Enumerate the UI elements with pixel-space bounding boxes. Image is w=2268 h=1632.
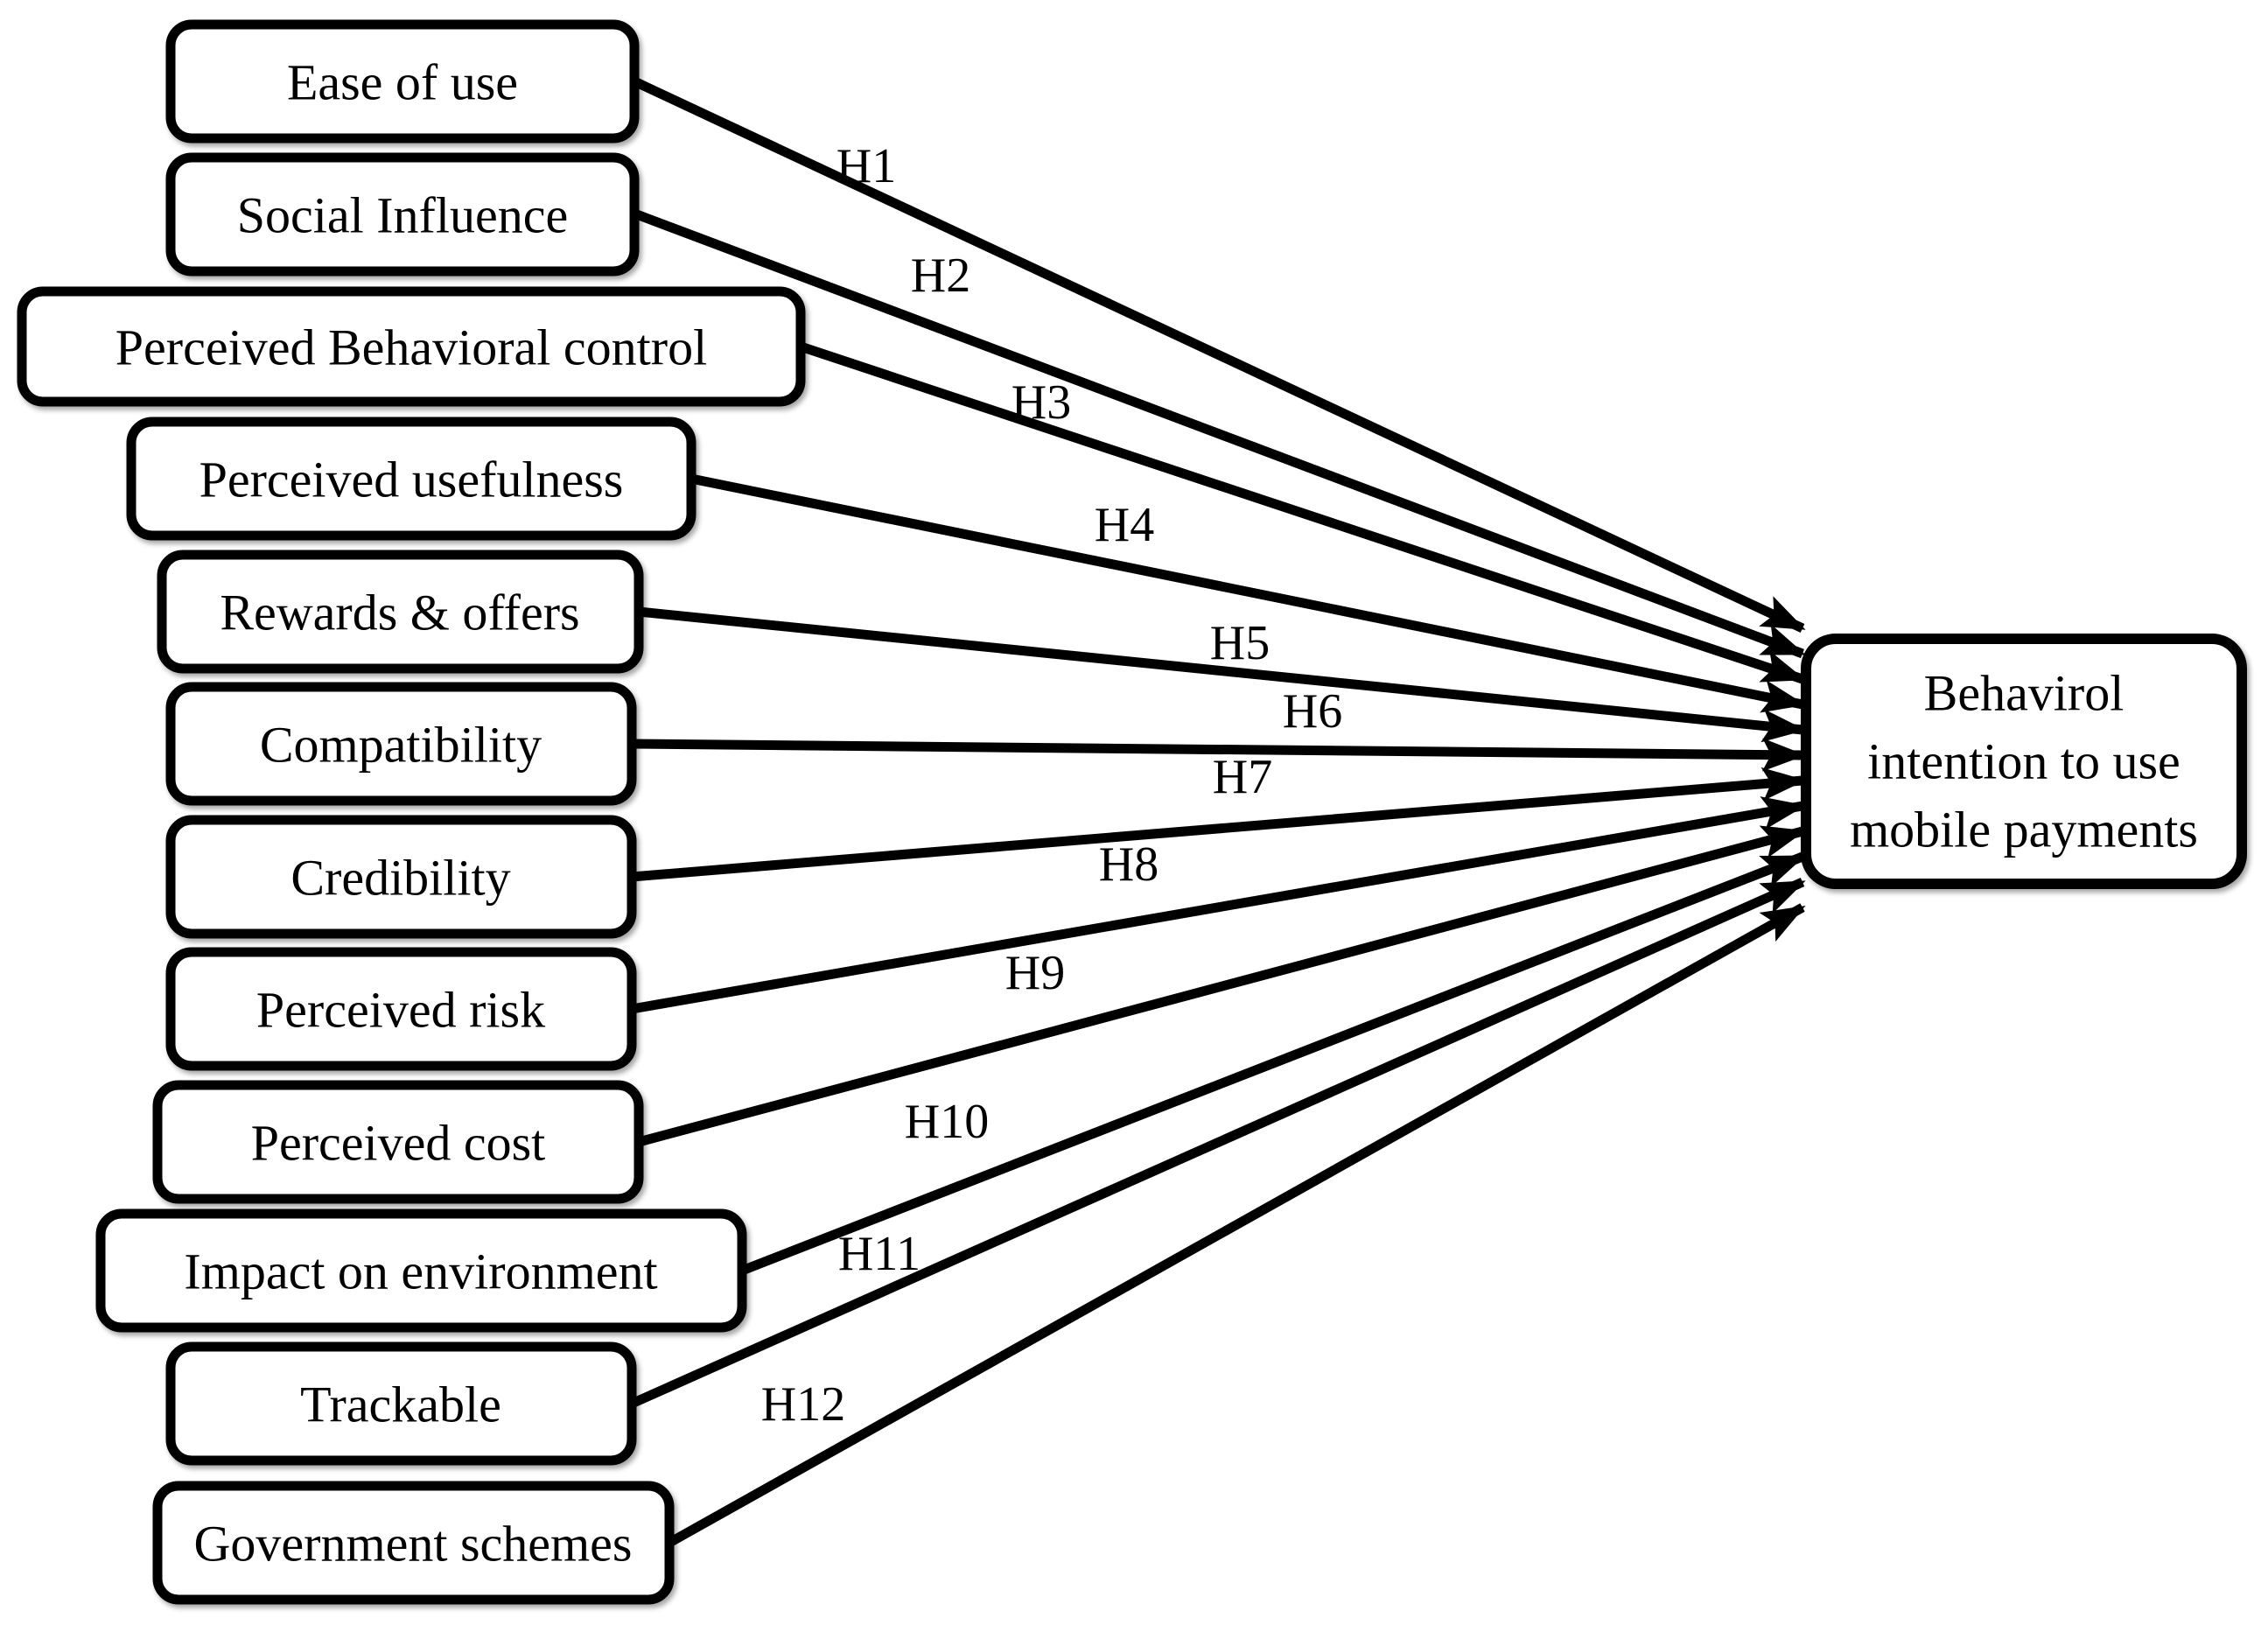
construct-perceived-behavioral-control: Perceived Behavioral control	[17, 286, 806, 407]
hypothesis-label-h1: H1	[836, 139, 896, 193]
construct-label-ease-of-use: Ease of use	[287, 54, 518, 111]
construct-box-perceived-cost	[152, 1080, 644, 1204]
construct-compatibility: Compatibility	[165, 682, 637, 806]
construct-label-rewards-offers: Rewards & offers	[220, 585, 579, 641]
outcome-box	[1801, 634, 2247, 889]
arrow-h11	[629, 877, 1806, 1409]
hypothesis-label-h5: H5	[1210, 616, 1270, 670]
construct-box-compatibility	[165, 682, 637, 806]
construct-label-compatibility: Compatibility	[260, 717, 542, 774]
arrow-h12	[667, 903, 1806, 1547]
construct-perceived-risk: Perceived risk	[165, 947, 637, 1071]
hypothesis-label-h7: H7	[1213, 750, 1272, 804]
construct-label-perceived-usefulness: Perceived usefulness	[200, 452, 624, 508]
hypothesis-label-h12: H12	[761, 1377, 845, 1432]
construct-box-trackable	[165, 1341, 637, 1466]
arrow-h3	[799, 341, 1806, 684]
construct-label-impact-on-environment: Impact on environment	[184, 1243, 657, 1300]
construct-impact-on-environment: Impact on environment	[95, 1208, 747, 1333]
construct-perceived-cost: Perceived cost	[152, 1080, 644, 1204]
construct-label-government-schemes: Government schemes	[194, 1516, 633, 1572]
arrow-h9	[637, 825, 1806, 1147]
construct-label-perceived-risk: Perceived risk	[256, 982, 545, 1039]
hypothesis-labels: H1 H2 H3 H4 H5 H6 H7 H8 H9 H10 H11 H12	[761, 139, 1342, 1432]
construct-ease-of-use: Ease of use	[165, 19, 640, 144]
arrow-h7	[631, 767, 1806, 882]
arrow-h4	[690, 473, 1806, 713]
hypothesis-label-h2: H2	[911, 249, 970, 303]
construct-box-impact-on-environment	[95, 1208, 747, 1333]
hypothesis-label-h10: H10	[905, 1095, 989, 1149]
arrow-h1	[632, 77, 1806, 633]
hypothesis-label-h6: H6	[1283, 684, 1342, 739]
hypothesis-label-h4: H4	[1095, 498, 1154, 552]
hypothesis-arrows	[629, 77, 1806, 1547]
construct-box-ease-of-use	[165, 19, 640, 144]
construct-label-perceived-behavioral-control: Perceived Behavioral control	[116, 319, 707, 376]
construct-label-social-influence: Social Influence	[237, 187, 568, 244]
construct-box-rewards-offers	[157, 550, 644, 674]
construct-label-trackable: Trackable	[300, 1376, 501, 1433]
arrow-h6	[631, 738, 1806, 772]
construct-rewards-offers: Rewards & offers	[157, 550, 644, 674]
construct-box-perceived-risk	[165, 947, 637, 1071]
outcome-construct: Behavirol intention to use mobile paymen…	[1801, 634, 2247, 889]
outcome-label-line2: intention to use	[1867, 733, 2180, 790]
arrow-h5	[638, 606, 1806, 743]
arrow-h10	[740, 851, 1806, 1276]
construct-label-perceived-cost: Perceived cost	[251, 1115, 546, 1172]
construct-box-perceived-behavioral-control	[17, 286, 806, 407]
arrow-h8	[631, 796, 1806, 1014]
construct-credibility: Credibility	[165, 815, 637, 939]
construct-box-social-influence	[165, 152, 640, 277]
outcome-label-line1: Behavirol	[1924, 665, 2124, 722]
hypothesis-label-h8: H8	[1099, 837, 1158, 892]
construct-box-government-schemes	[152, 1481, 675, 1605]
construct-label-credibility: Credibility	[290, 850, 510, 907]
construct-boxes: Ease of use Social Influence Perceived B…	[17, 19, 806, 1605]
construct-box-perceived-usefulness	[126, 417, 696, 541]
hypothesis-label-h11: H11	[838, 1227, 920, 1281]
construct-perceived-usefulness: Perceived usefulness	[126, 417, 696, 541]
arrow-h2	[633, 208, 1806, 659]
outcome-label-line3: mobile payments	[1850, 802, 2198, 858]
construct-box-credibility	[165, 815, 637, 939]
construct-social-influence: Social Influence	[165, 152, 640, 277]
hypothesis-label-h9: H9	[1005, 946, 1065, 1000]
construct-trackable: Trackable	[165, 1341, 637, 1466]
construct-government-schemes: Government schemes	[152, 1481, 675, 1605]
hypothesis-label-h3: H3	[1012, 375, 1071, 430]
